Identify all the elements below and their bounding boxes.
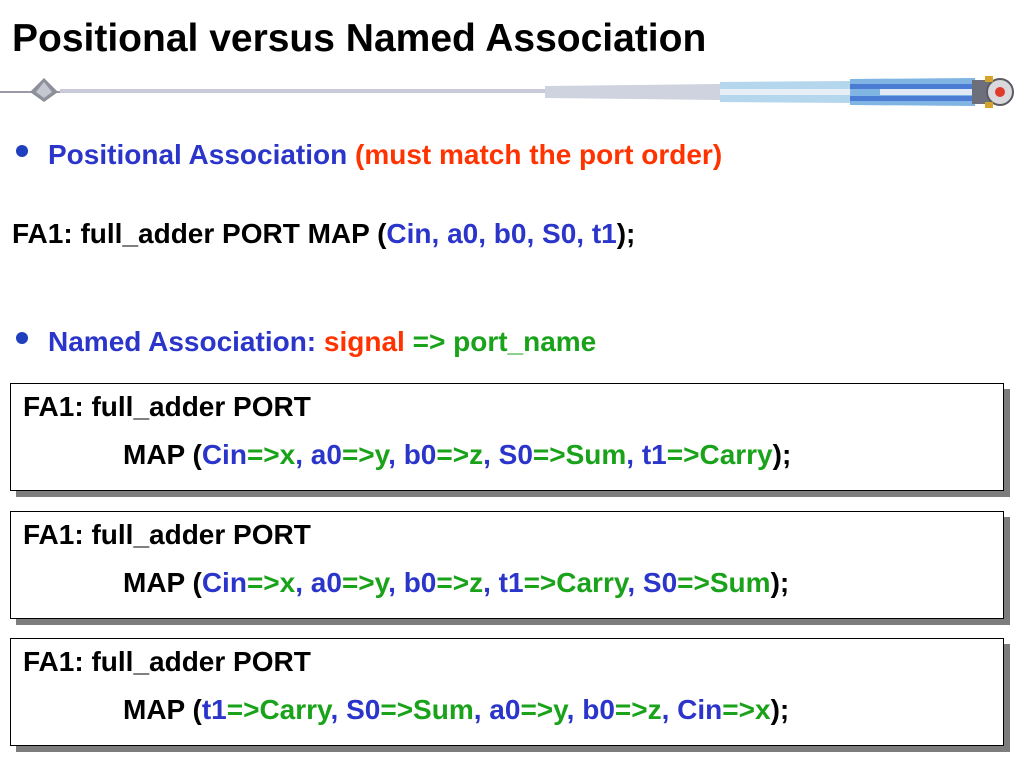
pair-signal: Cin: [201, 439, 247, 470]
page-title: Positional versus Named Association: [12, 17, 707, 60]
pair-arrow: =>: [677, 567, 710, 598]
pair-signal: t1: [641, 439, 667, 470]
pair-port: z: [647, 694, 662, 725]
pair-sep: ,: [388, 439, 404, 470]
code-prefix: FA1: full_adder PORT MAP (: [12, 218, 387, 249]
code-suffix: );: [616, 218, 636, 249]
box-line-header: FA1: full_adder PORT: [23, 391, 311, 422]
pair-arrow: =>: [226, 694, 260, 725]
pair-signal: a0: [310, 567, 342, 598]
bullet-port: port_name: [453, 326, 597, 357]
pair-arrow: =>: [523, 567, 557, 598]
pair-port: Carry: [556, 567, 628, 598]
pair-arrow: =>: [436, 439, 470, 470]
pair-port: y: [374, 567, 389, 598]
starship-divider-icon: [0, 76, 1014, 108]
pair-port: x: [754, 694, 771, 725]
pair-port: Sum: [565, 439, 627, 470]
bullet-icon: [16, 331, 28, 344]
pair-arrow: =>: [532, 439, 566, 470]
pair-sep: ,: [661, 694, 678, 725]
box-line-header: FA1: full_adder PORT: [23, 646, 311, 677]
pair-arrow: =>: [246, 567, 280, 598]
map-open: MAP (: [123, 694, 202, 725]
pair-arrow: =>: [722, 694, 755, 725]
named-association-box-1: FA1: full_adder PORT MAP (Cin=>x, a0=>y,…: [10, 383, 1004, 491]
box-line-map: MAP (Cin=>x, a0=>y, b0=>z, t1=>Carry, S0…: [123, 566, 789, 600]
pair-port: x: [279, 439, 296, 470]
pair-signal: a0: [310, 439, 342, 470]
bullet-label: Named Association:: [48, 326, 324, 357]
pair-arrow: =>: [341, 439, 375, 470]
pair-sep: ,: [388, 567, 404, 598]
pair-signal: b0: [403, 567, 437, 598]
box-line-header: FA1: full_adder PORT: [23, 519, 311, 550]
named-association-box-2: FA1: full_adder PORT MAP (Cin=>x, a0=>y,…: [10, 511, 1004, 619]
pair-arrow: =>: [380, 694, 414, 725]
pair-arrow: =>: [666, 439, 700, 470]
pair-sep: ,: [295, 439, 311, 470]
pair-sep: ,: [626, 439, 642, 470]
pair-port: z: [469, 567, 484, 598]
bullet-signal: signal: [323, 326, 405, 357]
pair-signal: b0: [403, 439, 437, 470]
pair-arrow: =>: [246, 439, 280, 470]
pair-port: Carry: [699, 439, 773, 470]
pair-signal: t1: [201, 694, 227, 725]
pair-sep: ,: [330, 694, 347, 725]
map-close: );: [770, 567, 790, 598]
pair-signal: t1: [498, 567, 524, 598]
map-close: );: [770, 694, 790, 725]
pair-signal: a0: [489, 694, 521, 725]
pair-port: Carry: [259, 694, 331, 725]
pair-port: y: [553, 694, 567, 725]
bullet-positional-association: Positional Association (must match the p…: [16, 138, 722, 172]
bullet-named-association: Named Association: signal => port_name: [16, 325, 596, 359]
pair-signal: S0: [346, 694, 381, 725]
pair-arrow: =>: [341, 567, 375, 598]
pair-arrow: =>: [614, 694, 648, 725]
pair-signal: b0: [582, 694, 615, 725]
pair-sep: ,: [483, 439, 499, 470]
bullet-icon: [16, 144, 28, 157]
map-open: MAP (: [123, 567, 202, 598]
pair-port: Sum: [709, 567, 771, 598]
pair-port: Sum: [413, 694, 474, 725]
named-association-box-3: FA1: full_adder PORT MAP (t1=>Carry, S0=…: [10, 638, 1004, 746]
pair-signal: Cin: [677, 694, 723, 725]
map-close: );: [772, 439, 792, 470]
bullet-note: (must match the port order): [355, 139, 723, 170]
pair-port: x: [279, 567, 296, 598]
pair-port: z: [469, 439, 484, 470]
bullet-label: Positional Association: [48, 139, 356, 170]
pair-arrow: =>: [520, 694, 554, 725]
pair-signal: S0: [498, 439, 533, 470]
pair-sep: ,: [295, 567, 311, 598]
map-open: MAP (: [123, 439, 202, 470]
pair-signal: Cin: [201, 567, 247, 598]
pair-arrow: =>: [436, 567, 470, 598]
bullet-arrow: =>: [404, 326, 454, 357]
pair-sep: ,: [473, 694, 490, 725]
pair-sep: ,: [483, 567, 499, 598]
box-line-map: MAP (Cin=>x, a0=>y, b0=>z, S0=>Sum, t1=>…: [123, 438, 791, 472]
positional-code-line: FA1: full_adder PORT MAP (Cin, a0, b0, S…: [12, 217, 635, 251]
pair-sep: ,: [627, 567, 643, 598]
code-args: Cin, a0, b0, S0, t1: [386, 218, 617, 249]
pair-sep: ,: [566, 694, 583, 725]
pair-signal: S0: [642, 567, 678, 598]
box-line-map: MAP (t1=>Carry, S0=>Sum, a0=>y, b0=>z, C…: [123, 693, 789, 727]
pair-port: y: [374, 439, 389, 470]
